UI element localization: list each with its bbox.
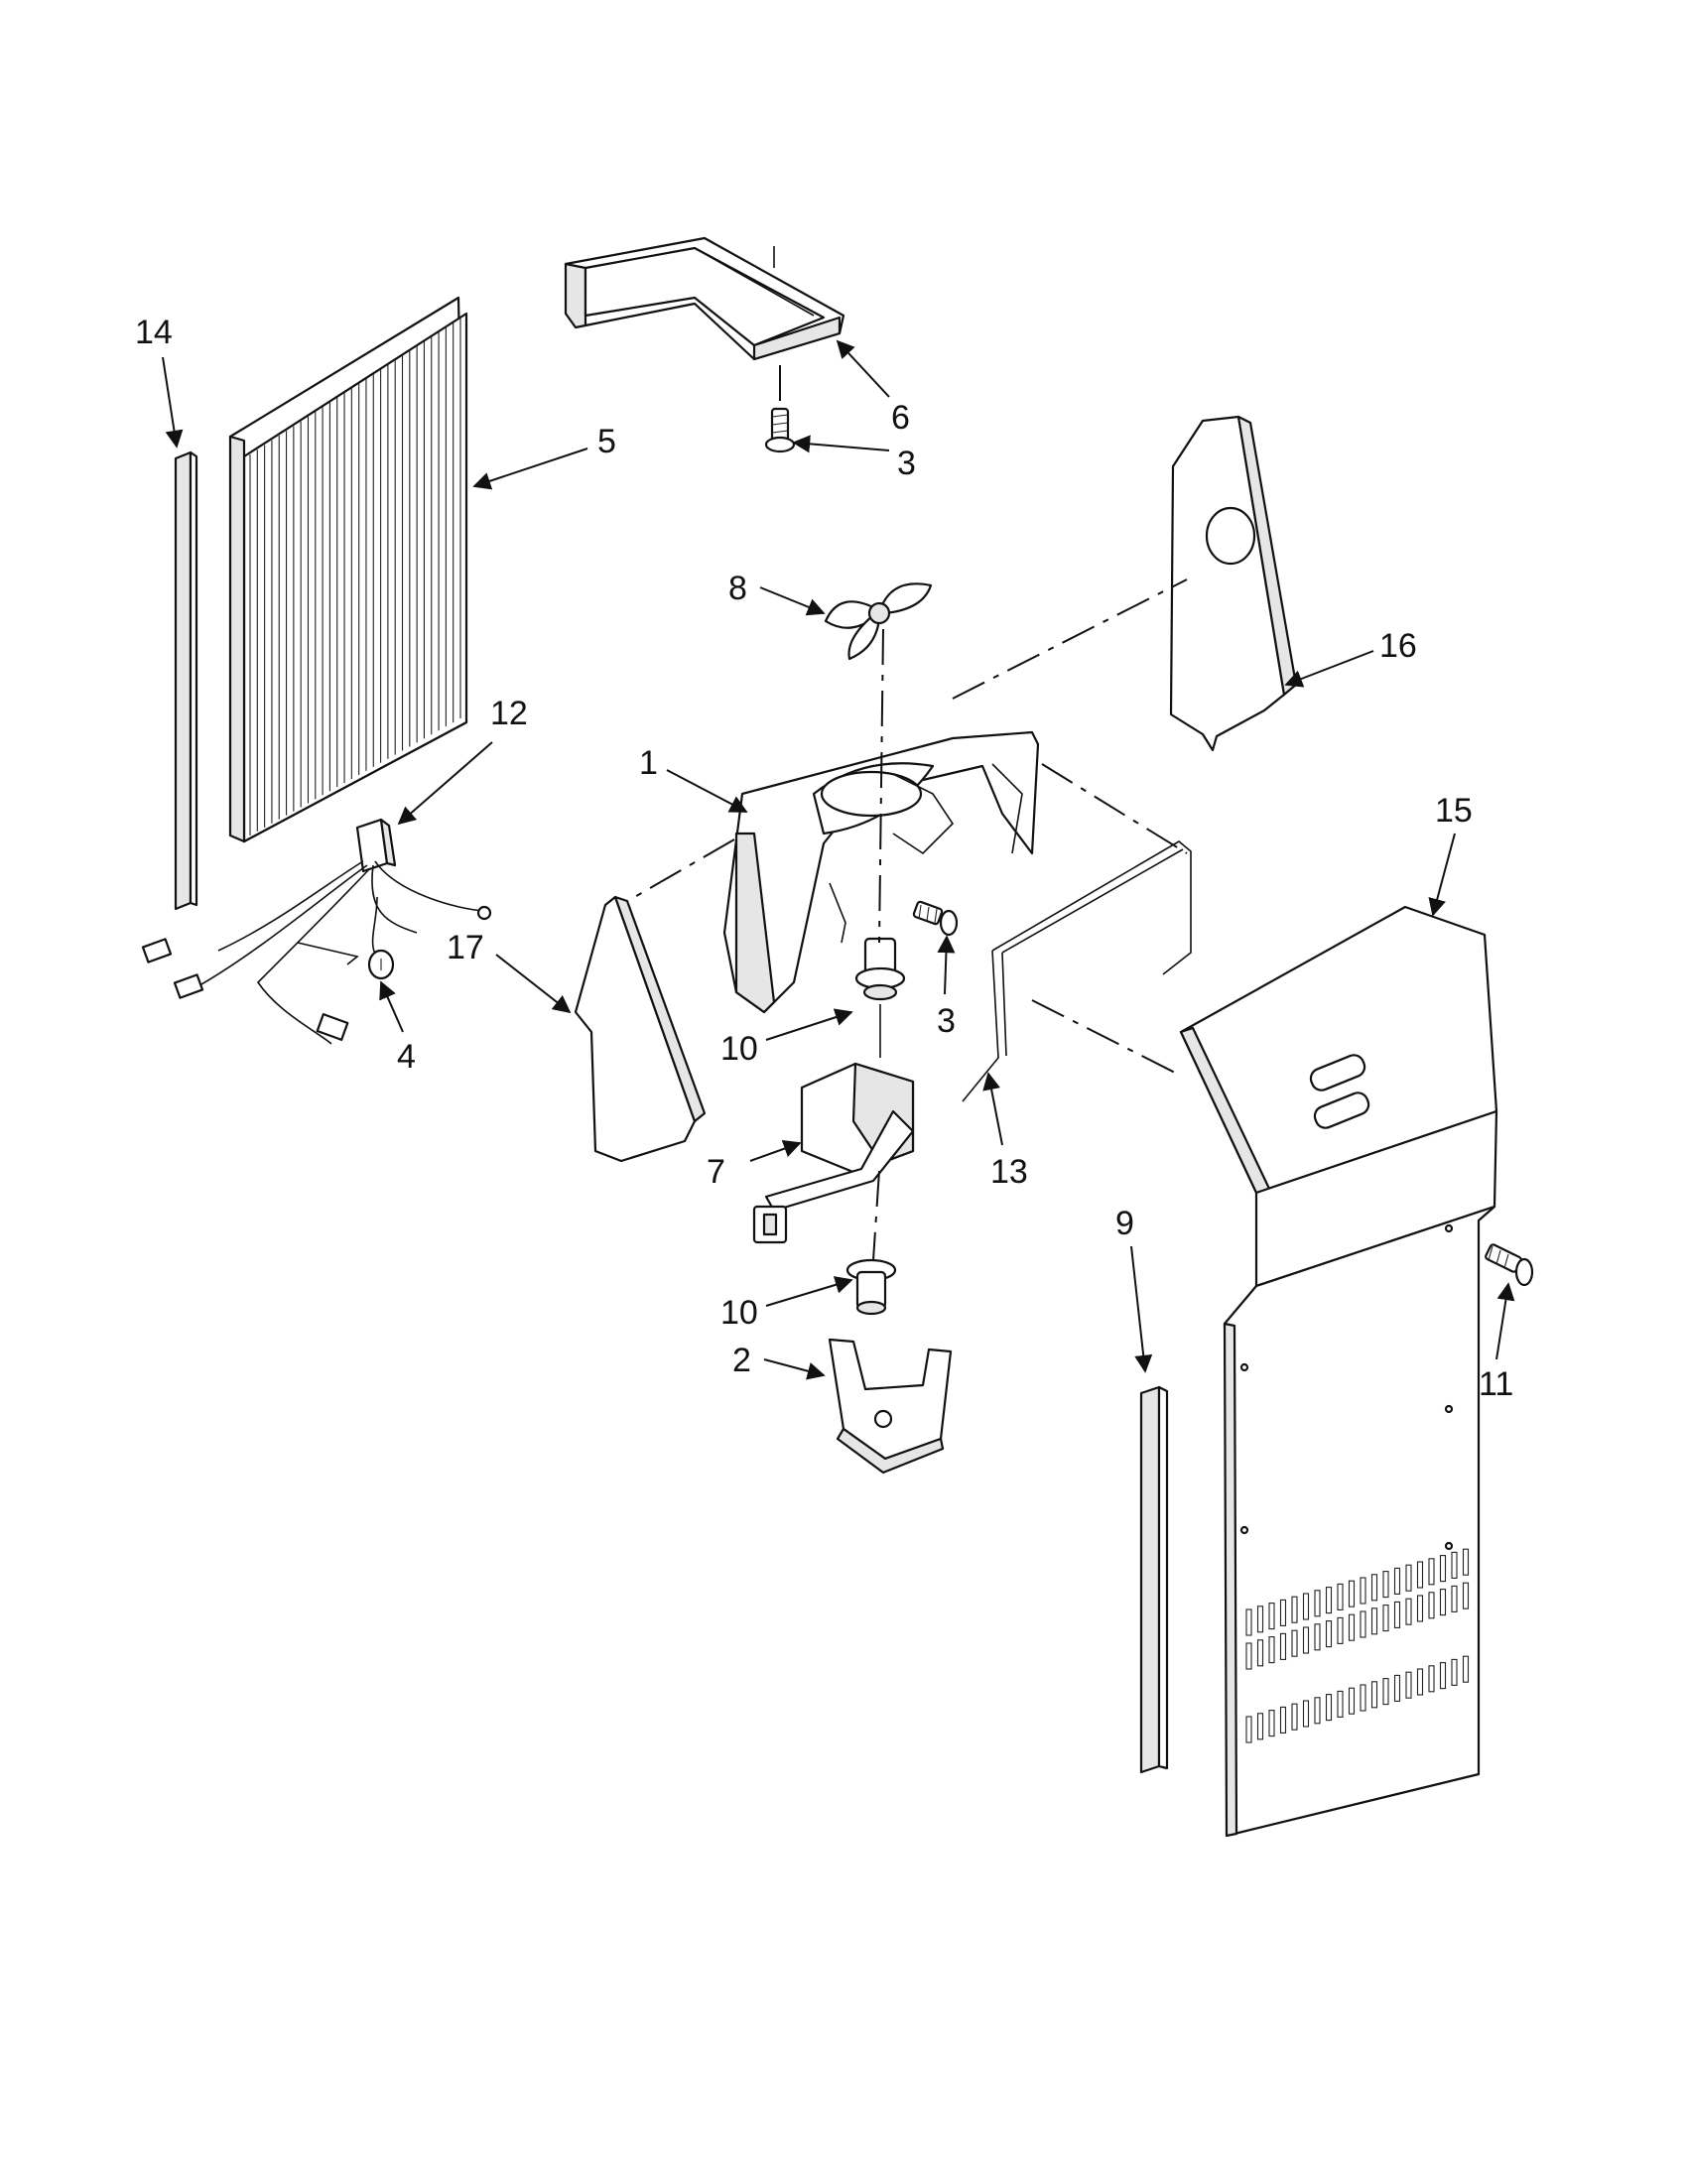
part-12-wire-harness (141, 818, 492, 1045)
callout-17: 17 (447, 929, 484, 966)
callout-4: 4 (397, 1038, 416, 1076)
part-6-top-duct (564, 236, 845, 361)
part-3-screw-top (764, 365, 796, 453)
part-16-shroud-panel (1169, 415, 1298, 752)
duct-vent-slots (1245, 1548, 1470, 1743)
part-10-grommet-upper (854, 937, 906, 1001)
part-3-screw-middle (912, 900, 959, 937)
callout-3: 3 (937, 1002, 956, 1040)
part-10-grommet-lower (845, 1258, 897, 1316)
evaporator-fins (249, 318, 461, 835)
part-14-strip (174, 450, 198, 911)
leader-arrows (162, 339, 1515, 1380)
part-17-shroud-panel (574, 895, 707, 1163)
alignment-lines (630, 578, 1188, 1261)
callout-12: 12 (490, 695, 528, 732)
callout-10: 10 (720, 1030, 758, 1068)
part-5-evaporator-panel (228, 296, 468, 843)
part-9-strip (1139, 1385, 1169, 1774)
callout-10: 10 (720, 1294, 758, 1332)
callout-9: 9 (1115, 1205, 1134, 1242)
part-15-air-duct-cover (1179, 905, 1498, 1838)
part-1-fan-housing (722, 730, 1040, 1014)
part-4-thermistor (367, 896, 395, 980)
callout-2: 2 (732, 1342, 751, 1379)
callout-5: 5 (597, 423, 616, 460)
callout-16: 16 (1379, 627, 1417, 665)
callout-7: 7 (707, 1153, 725, 1191)
callout-6: 6 (891, 399, 910, 437)
callout-14: 14 (135, 314, 173, 351)
part-8-fan-blade (824, 582, 933, 661)
part-13-wire-clip (962, 840, 1192, 1102)
callout-11: 11 (1479, 1365, 1513, 1403)
callout-8: 8 (728, 570, 747, 607)
callout-13: 13 (990, 1153, 1028, 1191)
part-7-fan-motor (752, 1004, 915, 1244)
part-11-screw-right (1485, 1243, 1534, 1287)
callout-labels: 14 5 6 3 8 16 12 1 15 17 4 3 10 13 7 9 1… (135, 314, 1513, 1403)
callout-3: 3 (897, 445, 916, 482)
callout-15: 15 (1435, 792, 1473, 830)
callout-1: 1 (639, 744, 658, 782)
part-2-motor-bracket (828, 1338, 953, 1475)
